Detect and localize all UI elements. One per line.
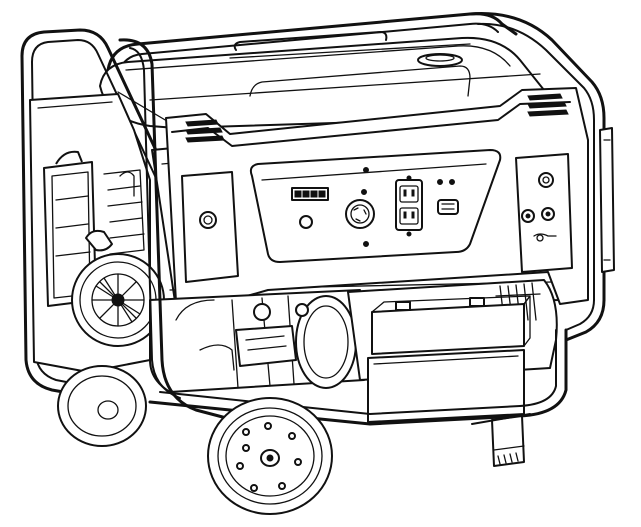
- left-frame-tube: [20, 28, 170, 404]
- right-side-bracket: [599, 127, 615, 273]
- alternator-and-engine-base: [149, 289, 365, 393]
- left-side-panel: [181, 171, 239, 283]
- fuel-tank: [99, 31, 557, 129]
- center-control-panel: [249, 149, 502, 263]
- rear-wheel: [57, 365, 147, 447]
- support-leg: [471, 413, 531, 467]
- right-side-panel: [515, 153, 573, 273]
- battery: [367, 295, 531, 423]
- engine-recoil-side: [29, 93, 165, 373]
- front-wheel: [207, 397, 333, 515]
